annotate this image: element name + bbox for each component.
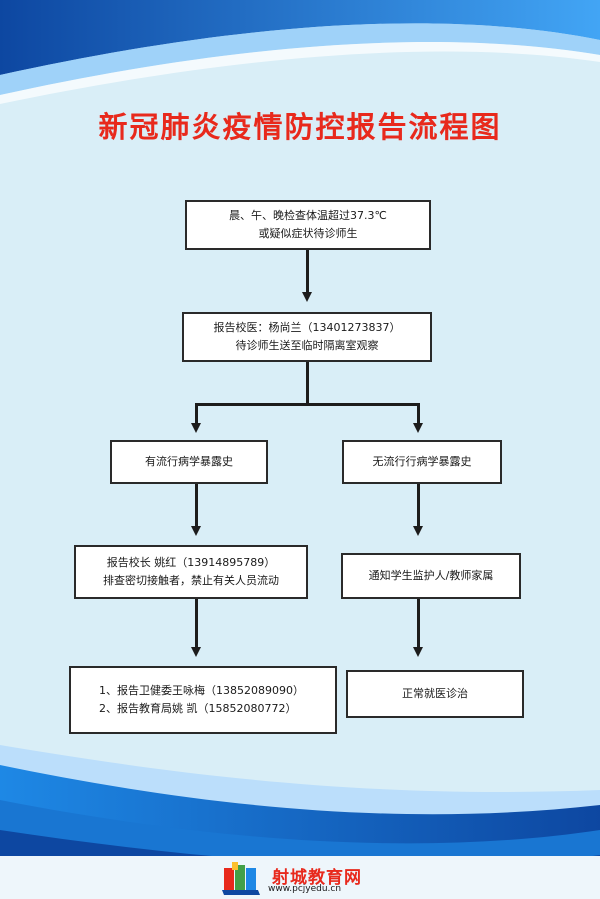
connector-split-left: [195, 403, 198, 425]
node-with-exposure-history: 有流行病学暴露史: [110, 440, 268, 484]
connector-1: [306, 250, 309, 294]
node-temperature-check: 晨、午、晚检查体温超过37.3℃ 或疑似症状待诊师生: [185, 200, 431, 250]
node-without-exposure-history-label: 无流行行病学暴露史: [372, 455, 472, 468]
node-report-school-doctor: 报告校医：杨尚兰（13401273837） 待诊师生送至临时隔离室观察: [182, 312, 432, 362]
node-report-school-doctor-line2: 待诊师生送至临时隔离室观察: [235, 339, 379, 352]
arrow-left-2: [191, 647, 201, 657]
node-notify-guardian-label: 通知学生监护人/教师家属: [368, 569, 494, 582]
node-report-health-line1: 1、报告卫健委王咏梅（13852089090）: [99, 684, 304, 697]
node-temperature-check-line1: 晨、午、晚检查体温超过37.3℃: [229, 209, 387, 222]
connector-right-2: [417, 599, 420, 649]
arrow-left-1: [191, 526, 201, 536]
connector-2: [306, 362, 309, 405]
node-report-school-doctor-line1: 报告校医：杨尚兰（13401273837）: [213, 321, 401, 334]
connector-split: [195, 403, 420, 406]
node-notify-guardian: 通知学生监护人/教师家属: [341, 553, 521, 599]
site-logo-text: 射城教育网: [272, 868, 362, 888]
page-title: 新冠肺炎疫情防控报告流程图: [98, 110, 502, 144]
node-without-exposure-history: 无流行行病学暴露史: [342, 440, 502, 484]
arrow-split-left: [191, 423, 201, 433]
node-temperature-check-line2: 或疑似症状待诊师生: [258, 227, 358, 240]
node-normal-medical-care-label: 正常就医诊治: [402, 687, 468, 700]
connector-left-1: [195, 484, 198, 528]
node-with-exposure-history-label: 有流行病学暴露史: [145, 455, 233, 468]
node-report-principal: 报告校长 姚红（13914895789） 排查密切接触者，禁止有关人员流动: [74, 545, 308, 599]
node-report-health-education: 1、报告卫健委王咏梅（13852089090） 2、报告教育局姚 凯（15852…: [69, 666, 337, 734]
connector-right-1: [417, 484, 420, 528]
node-normal-medical-care: 正常就医诊治: [346, 670, 524, 718]
book-logo-icon: [222, 862, 260, 895]
connector-left-2: [195, 599, 198, 649]
arrow-split-right: [413, 423, 423, 433]
arrow-right-1: [413, 526, 423, 536]
node-report-principal-line2: 排查密切接触者，禁止有关人员流动: [103, 574, 279, 587]
node-report-principal-line1: 报告校长 姚红（13914895789）: [106, 556, 276, 569]
arrow-1: [302, 292, 312, 302]
node-report-health-line2: 2、报告教育局姚 凯（15852080772）: [99, 702, 297, 715]
connector-split-right: [417, 403, 420, 425]
arrow-right-2: [413, 647, 423, 657]
site-url: www.pcjyedu.cn: [268, 884, 342, 894]
